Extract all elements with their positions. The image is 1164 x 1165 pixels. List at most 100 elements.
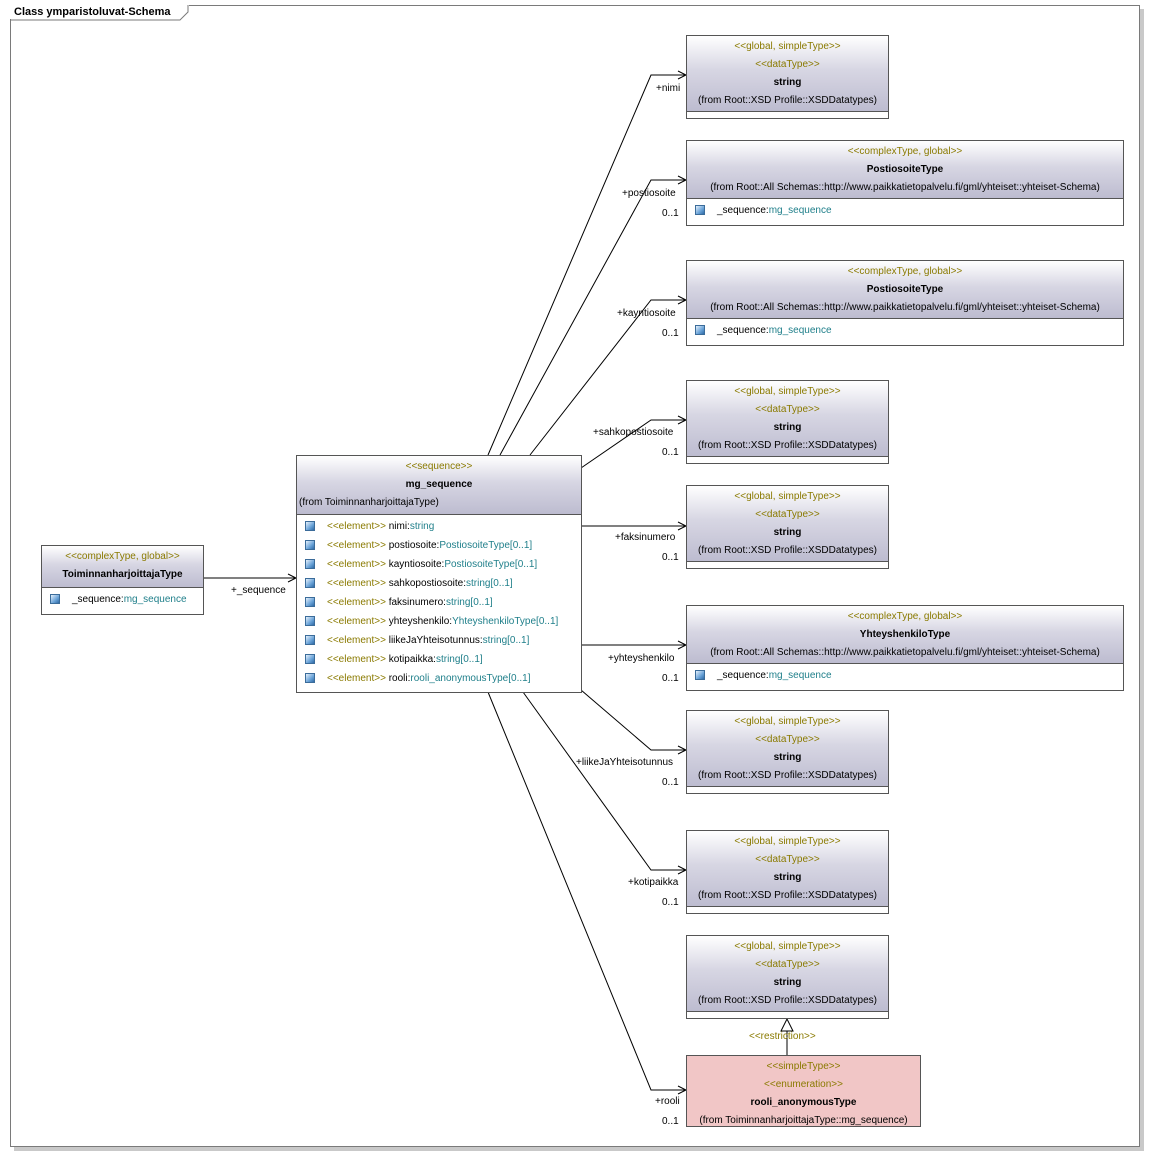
label-faksinumero: +faksinumero: [615, 532, 676, 543]
connector-nimi: [487, 74, 686, 456]
class-name: rooli_anonymousType: [750, 1097, 857, 1108]
stereotype: <<complexType, global>>: [847, 611, 963, 622]
attribute-row[interactable]: <<element>> postiosoite:PostiosoiteType[…: [297, 536, 581, 555]
stereotype: <<dataType>>: [755, 734, 820, 745]
class-name: string: [773, 872, 802, 883]
class-name: string: [773, 77, 802, 88]
from-note: (from ToiminnanharjoittajaType::mg_seque…: [699, 1115, 908, 1126]
from-note: (from Root::XSD Profile::XSDDatatypes): [698, 890, 877, 901]
stereotype: <<complexType, global>>: [847, 146, 963, 157]
stereotype: <<dataType>>: [755, 854, 820, 865]
mult-liike: 0..1: [662, 777, 679, 788]
from-note: (from Root::All Schemas::http://www.paik…: [710, 302, 1100, 313]
label-kayntiosoite: +kayntiosoite: [617, 308, 676, 319]
attribute-row[interactable]: _sequence:mg_sequence: [42, 590, 203, 609]
attribute-row[interactable]: _sequence:mg_sequence: [687, 201, 1123, 220]
class-rooli-anonymoustype[interactable]: <<simpleType>> <<enumeration>> rooli_ano…: [686, 1055, 921, 1127]
mult-yhteyshenkilo: 0..1: [662, 673, 679, 684]
stereotype: <<global, simpleType>>: [734, 836, 841, 847]
class-name: string: [773, 752, 802, 763]
mult-rooli: 0..1: [662, 1116, 679, 1127]
class-toiminnanharjoittajatype[interactable]: <<complexType, global>> Toiminnanharjoit…: [41, 545, 204, 615]
class-name: mg_sequence: [405, 479, 473, 490]
attribute-icon: [695, 670, 705, 680]
connector-liike: [580, 689, 686, 751]
attribute-row[interactable]: <<element>> yhteyshenkilo:YhteyshenkiloT…: [297, 612, 581, 631]
class-postiosoitetype-kayntiosoite[interactable]: <<complexType, global>> PostiosoiteType …: [686, 260, 1124, 346]
label-sequence: +_sequence: [231, 585, 286, 596]
attribute-icon: [305, 616, 315, 626]
label-liike: +liikeJaYhteisotunnus: [576, 757, 674, 768]
attribute-row[interactable]: _sequence:mg_sequence: [687, 666, 1123, 685]
label-rooli: +rooli: [655, 1096, 680, 1107]
mult-sahkopostiosoite: 0..1: [662, 447, 679, 458]
stereotype: <<global, simpleType>>: [734, 491, 841, 502]
attribute-icon: [305, 597, 315, 607]
class-name: ToiminnanharjoittajaType: [62, 569, 183, 580]
attribute-row[interactable]: <<element>> sahkopostiosoite:string[0..1…: [297, 574, 581, 593]
class-string-restriction-base[interactable]: <<global, simpleType>> <<dataType>> stri…: [686, 935, 889, 1019]
attribute-icon: [305, 540, 315, 550]
frame-tab-outline: [10, 5, 189, 21]
stereotype: <<dataType>>: [755, 404, 820, 415]
class-mg-sequence[interactable]: <<sequence>> mg_sequence (from Toiminnan…: [296, 455, 582, 693]
connector-sahkopostiosoite: [580, 419, 686, 469]
frame-title: Class ymparistoluvat-Schema: [10, 5, 189, 19]
stereotype: <<global, simpleType>>: [734, 716, 841, 727]
mult-faksinumero: 0..1: [662, 552, 679, 563]
connector-kayntiosoite: [529, 299, 686, 456]
attribute-icon: [305, 635, 315, 645]
class-yhteyshenkilotype[interactable]: <<complexType, global>> YhteyshenkiloTyp…: [686, 605, 1124, 691]
attribute-row[interactable]: <<element>> nimi:string: [297, 517, 581, 536]
class-name: string: [773, 527, 802, 538]
stereotype: <<complexType, global>>: [847, 266, 963, 277]
class-string-faksinumero[interactable]: <<global, simpleType>> <<dataType>> stri…: [686, 485, 889, 569]
label-sahkopostiosoite: +sahkopostiosoite: [593, 427, 674, 438]
class-string-sahkopostiosoite[interactable]: <<global, simpleType>> <<dataType>> stri…: [686, 380, 889, 464]
class-string-liikejayhteisotunnus[interactable]: <<global, simpleType>> <<dataType>> stri…: [686, 710, 889, 794]
stereotype: <<sequence>>: [405, 461, 473, 472]
attribute-icon: [305, 521, 315, 531]
mult-kayntiosoite: 0..1: [662, 328, 679, 339]
class-postiosoitetype-postiosoite[interactable]: <<complexType, global>> PostiosoiteType …: [686, 140, 1124, 226]
from-note: (from Root::XSD Profile::XSDDatatypes): [698, 95, 877, 106]
class-string-nimi[interactable]: <<global, simpleType>> <<dataType>> stri…: [686, 35, 889, 119]
stereotype: <<global, simpleType>>: [734, 41, 841, 52]
class-name: YhteyshenkiloType: [859, 629, 951, 640]
stereotype: <<simpleType>>: [766, 1061, 841, 1072]
stereotype: <<dataType>>: [755, 959, 820, 970]
from-note: (from Root::XSD Profile::XSDDatatypes): [698, 995, 877, 1006]
from-note: (from ToiminnanharjoittajaType): [299, 497, 439, 508]
generalization-arrow: [780, 1017, 794, 1032]
label-kotipaikka: +kotipaikka: [628, 877, 679, 888]
attribute-row[interactable]: <<element>> liikeJaYhteisotunnus:string[…: [297, 631, 581, 650]
attribute-icon: [695, 205, 705, 215]
attribute-icon: [50, 594, 60, 604]
attribute-row[interactable]: <<element>> faksinumero:string[0..1]: [297, 593, 581, 612]
stereotype: <<global, simpleType>>: [734, 941, 841, 952]
class-name: string: [773, 977, 802, 988]
label-postiosoite: +postiosoite: [622, 188, 676, 199]
label-yhteyshenkilo: +yhteyshenkilo: [608, 653, 675, 664]
attribute-row[interactable]: <<element>> kayntiosoite:PostiosoiteType…: [297, 555, 581, 574]
attribute-row[interactable]: _sequence:mg_sequence: [687, 321, 1123, 340]
connector-kotipaikka: [522, 691, 686, 871]
from-note: (from Root::All Schemas::http://www.paik…: [710, 182, 1100, 193]
mult-kotipaikka: 0..1: [662, 897, 679, 908]
from-note: (from Root::All Schemas::http://www.paik…: [710, 647, 1100, 658]
stereotype: <<dataType>>: [755, 59, 820, 70]
mult-postiosoite: 0..1: [662, 208, 679, 219]
connector-rooli: [487, 691, 686, 1091]
class-string-kotipaikka[interactable]: <<global, simpleType>> <<dataType>> stri…: [686, 830, 889, 914]
attribute-row[interactable]: <<element>> kotipaikka:string[0..1]: [297, 650, 581, 669]
attribute-icon: [305, 673, 315, 683]
attribute-icon: [305, 654, 315, 664]
stereotype: <<dataType>>: [755, 509, 820, 520]
class-name: PostiosoiteType: [866, 164, 944, 175]
attribute-row[interactable]: <<element>> rooli:rooli_anonymousType[0.…: [297, 669, 581, 688]
label-nimi: +nimi: [656, 83, 681, 94]
attribute-icon: [305, 559, 315, 569]
class-name: string: [773, 422, 802, 433]
label-restriction: <<restriction>>: [749, 1031, 816, 1042]
